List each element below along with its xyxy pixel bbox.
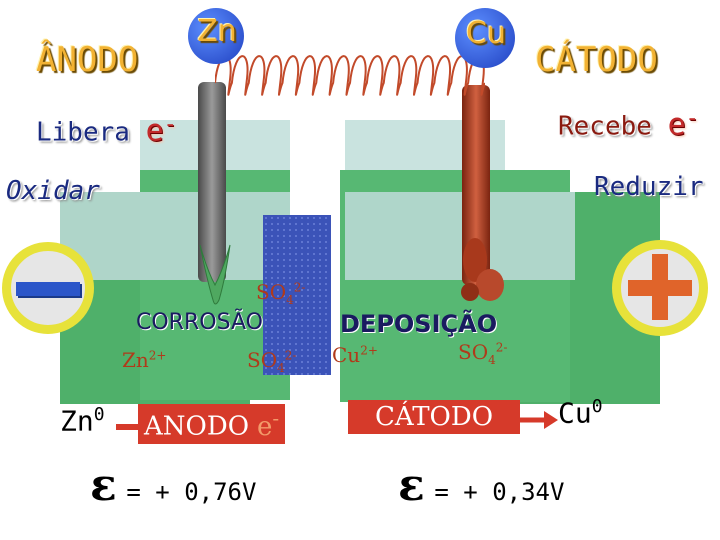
left-sulfate-ion-bottom: SO42- (247, 348, 296, 375)
right-sulfate-text: SO (458, 340, 489, 364)
right-sulfate-ion: SO42- (458, 340, 507, 367)
copper-deposit (461, 238, 504, 301)
right-action-label: Recebe (558, 111, 652, 142)
cathode-box: CÁTODO (348, 400, 520, 434)
cathode-epsilon: ε (398, 460, 425, 511)
copper-ion: Cu2+ (332, 343, 378, 367)
zinc-metal-text: Zn (60, 404, 94, 438)
anode-epsilon: ε (90, 460, 117, 511)
oxidize-label: Oxidar (6, 176, 100, 206)
right-sulfate-sup: 2- (495, 340, 508, 355)
left-sulfate-bottom-sub: 4 (277, 361, 285, 375)
zinc-metal-charge: 0 (93, 404, 105, 425)
left-electron-charge: - (163, 112, 177, 137)
corrosion-shape (199, 244, 231, 305)
zinc-ion-text: Zn (122, 348, 149, 372)
zinc-cap (188, 8, 244, 64)
cathode-potential-value: = + 0,34V (434, 478, 565, 506)
zinc-metal-label: Zn0 (60, 404, 105, 437)
plus-icon-vertical (652, 254, 668, 320)
left-sulfate-top-sup: 2- (293, 280, 306, 295)
anode-box-electron: e (257, 411, 273, 442)
copper-cap (455, 8, 515, 68)
zinc-symbol: Zn (197, 14, 237, 49)
right-solution (345, 192, 575, 280)
left-action: Libera e- (36, 112, 177, 149)
wire-coil (215, 55, 485, 96)
anode-title: ÂNODO (36, 40, 139, 80)
anode-box-electron-charge: - (272, 406, 280, 430)
anode-arrow (116, 424, 140, 430)
copper-metal-label: Cu0 (558, 396, 603, 429)
anode-potential: ε = + 0,76V (90, 460, 256, 511)
copper-ion-charge: 2+ (360, 343, 378, 358)
left-solution (60, 192, 290, 280)
copper-symbol: Cu (466, 16, 506, 51)
right-sulfate-sub: 4 (488, 353, 496, 367)
left-sulfate-top-text: SO (256, 280, 287, 304)
anode-box-label: ANODO (144, 411, 250, 442)
left-sulfate-bottom-text: SO (247, 348, 278, 372)
zinc-ion: Zn2+ (122, 348, 166, 372)
zinc-electrode (198, 82, 226, 282)
copper-metal-text: Cu (558, 396, 592, 430)
copper-metal-charge: 0 (591, 396, 603, 417)
reduce-label: Reduzir (594, 172, 704, 202)
zinc-ion-charge: 2+ (148, 348, 167, 363)
left-electron: e (145, 113, 164, 149)
salt-bridge-dots (263, 215, 331, 375)
right-action: Recebe e- (558, 106, 699, 143)
left-sulfate-top-sub: 4 (286, 293, 294, 307)
copper-ion-text: Cu (332, 343, 361, 367)
right-electron: e (667, 107, 686, 143)
corrosion-label: CORROSÃO (136, 310, 263, 335)
cathode-potential: ε = + 0,34V (398, 460, 564, 511)
anode-potential-value: = + 0,76V (126, 478, 257, 506)
left-sulfate-ion-top: SO42- (256, 280, 305, 307)
left-sulfate-bottom-sup: 2- (284, 348, 297, 363)
right-electron-charge: - (685, 106, 699, 131)
cathode-arrow (508, 411, 558, 429)
minus-icon (16, 282, 80, 296)
left-action-label: Libera (36, 117, 130, 148)
deposition-label: DEPOSIÇÃO (340, 310, 498, 338)
cathode-title: CÁTODO (535, 40, 658, 80)
